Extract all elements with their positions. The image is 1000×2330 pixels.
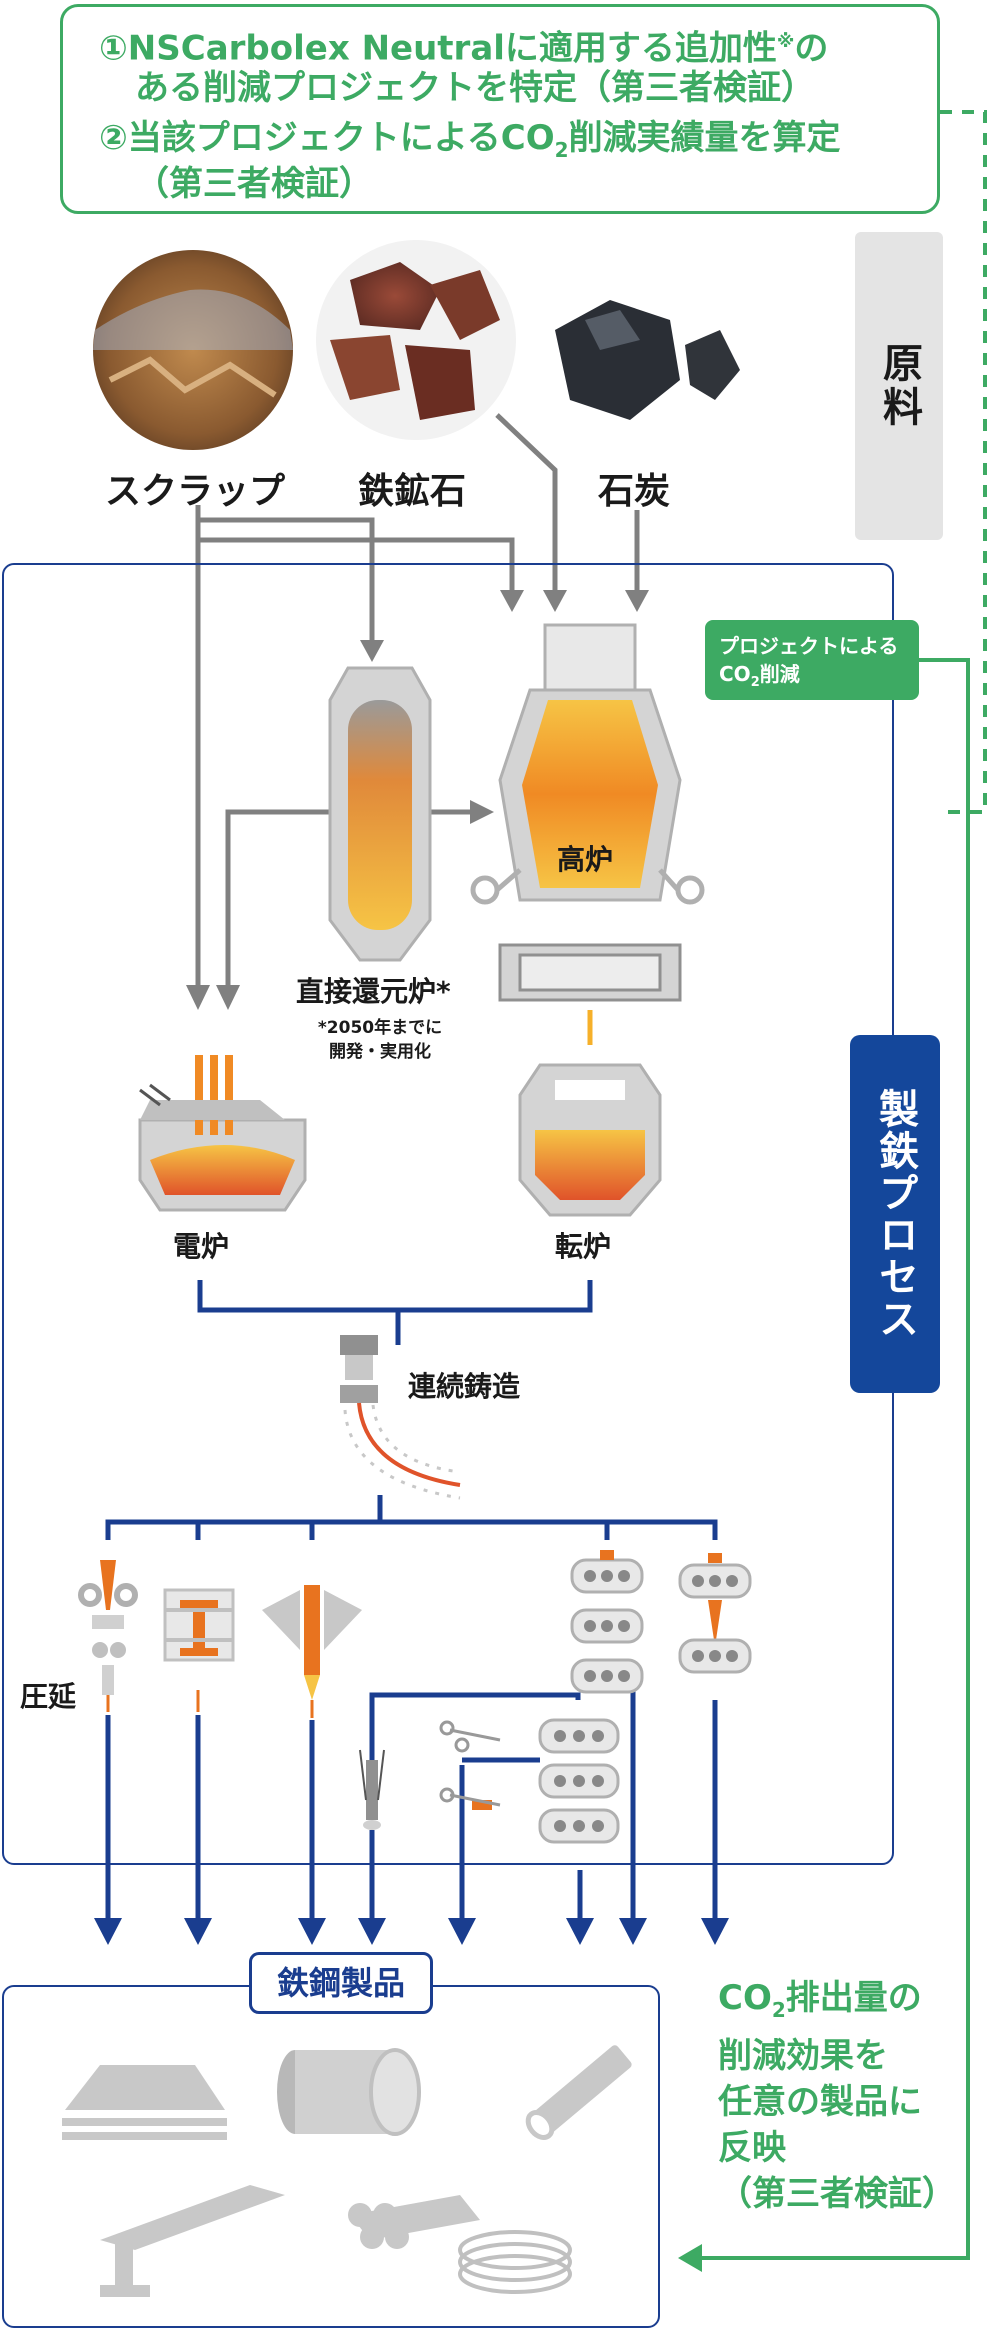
rolling-distribution-lines [105,1495,718,1920]
steel-products-box [2,1985,660,2328]
raw-material-flow-lines [195,413,640,985]
verification-step-2-cont: （第三者検証） [135,164,373,204]
project-reduction-badge: プロジェクトによる CO2削減 [705,620,919,700]
coal-image [555,300,740,420]
raw-materials-label: 原料 [876,342,922,430]
converter-shape [518,1063,662,1217]
caster-feed-lines [197,1280,593,1345]
rolling-label: 圧延 [20,1680,77,1713]
blast-furnace-shape [470,623,705,1045]
scrap-label: スクラップ [105,471,286,512]
coal-label: 石炭 [598,471,671,512]
verification-step-2: ②当該プロジェクトによるCO2削減実績量を算定 [99,118,841,162]
electric-arc-furnace-shape [138,1055,307,1212]
dri-note: *2050年までに 開発・実用化 [317,1018,443,1062]
steel-product-icons [62,2045,632,2297]
verification-box: ①NSCarbolex Neutralに適用する追加性※の ある削減プロジェクト… [60,4,940,214]
reduction-allocation-line [700,658,970,2260]
blast-furnace-label: 高炉 [557,843,614,876]
iron-ore-label: 鉄鉱石 [358,471,467,512]
converter-label: 転炉 [555,1230,612,1263]
verification-step-1: ①NSCarbolex Neutralに適用する追加性※の [99,28,829,69]
steelmaking-process-box [2,563,894,1865]
reduction-allocation-arrowhead [678,2244,702,2272]
product-flow-arrowheads [94,1918,729,1945]
verification-dashed-line [940,110,987,814]
reduction-reflection-text: CO2排出量の 削減効果を 任意の製品に 反映 （第三者検証） [718,1978,956,2214]
rolling-mill-icons [78,1550,752,1844]
verification-step-1-cont: ある削減プロジェクトを特定（第三者検証） [135,68,815,108]
raw-materials-section: 原料 [855,232,943,540]
direct-reduction-furnace-label: 直接還元炉* [296,975,451,1008]
scrap-image [93,250,293,450]
raw-material-arrowheads [186,590,649,1010]
continuous-caster-shape [340,1335,461,1500]
steel-products-label: 鉄鋼製品 [249,1952,433,2014]
iron-ore-image [316,240,516,440]
electric-furnace-label: 電炉 [173,1230,230,1263]
direct-reduction-furnace-shape [328,666,432,962]
steelmaking-process-label: 製鉄プロセス [850,1035,940,1393]
continuous-casting-label: 連続鋳造 [408,1370,521,1403]
